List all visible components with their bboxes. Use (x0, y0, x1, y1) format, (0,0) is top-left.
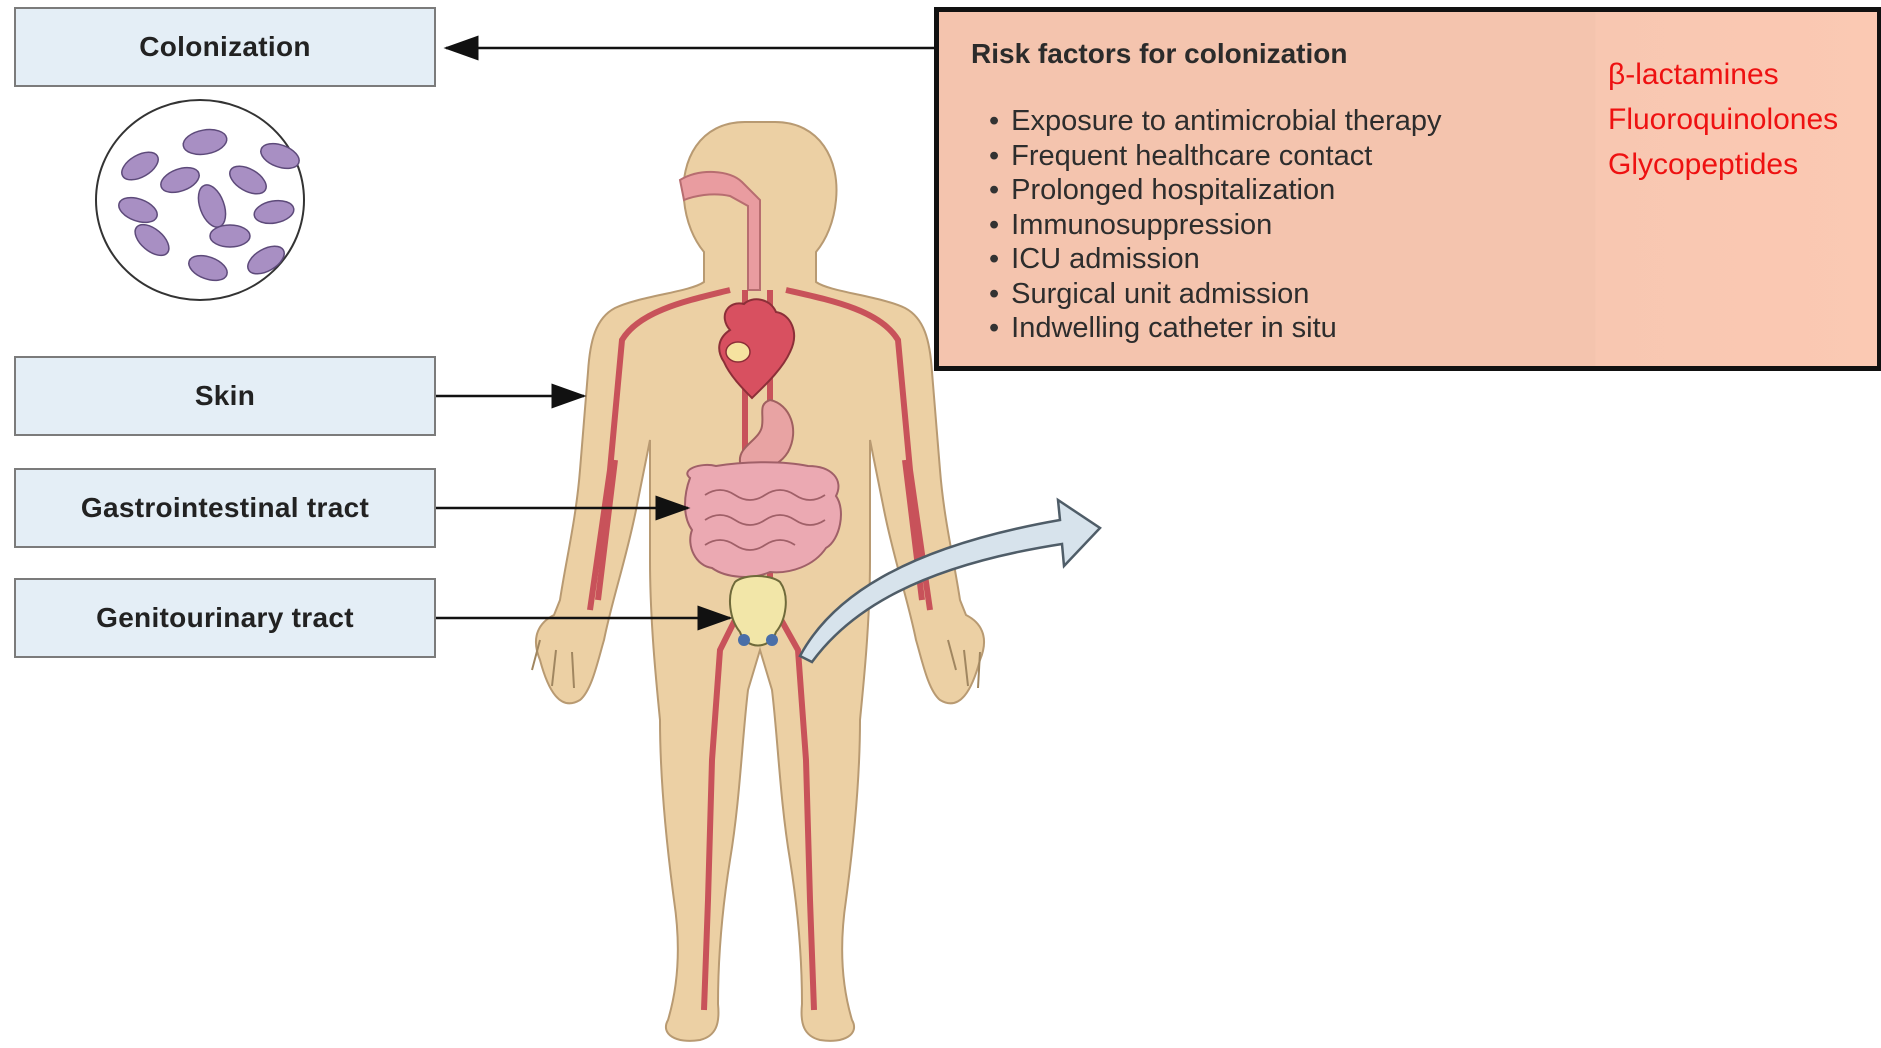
gi-tract-label: Gastrointestinal tract (81, 492, 369, 524)
risk-factor-item: Frequent healthcare contact (989, 139, 1442, 174)
risk-factors-title: Risk factors for colonization (971, 38, 1348, 70)
antimicrobial-beta-lactamines: β-lactamines (1608, 58, 1779, 92)
risk-factor-item: Surgical unit admission (989, 277, 1442, 312)
skin-label: Skin (195, 380, 255, 412)
bacterium (210, 225, 250, 247)
colonization-label: Colonization (139, 31, 311, 63)
risk-factor-item: Immunosuppression (989, 208, 1442, 243)
risk-factor-item: Prolonged hospitalization (989, 173, 1442, 208)
skin-label-box: Skin (14, 356, 436, 436)
gu-tract-label: Genitourinary tract (96, 602, 354, 634)
colonization-label-box: Colonization (14, 7, 436, 87)
bacteria-dish-illustration (96, 100, 304, 300)
risk-factor-item: Indwelling catheter in situ (989, 311, 1442, 346)
gi-tract-label-box: Gastrointestinal tract (14, 468, 436, 548)
risk-factor-item: Exposure to antimicrobial therapy (989, 104, 1442, 139)
gu-tract-label-box: Genitourinary tract (14, 578, 436, 658)
antimicrobial-glycopeptides: Glycopeptides (1608, 148, 1798, 182)
risk-factors-list: Exposure to antimicrobial therapy Freque… (989, 104, 1442, 346)
antimicrobial-fluoroquinolones: Fluoroquinolones (1608, 103, 1838, 137)
risk-factor-item: ICU admission (989, 242, 1442, 277)
